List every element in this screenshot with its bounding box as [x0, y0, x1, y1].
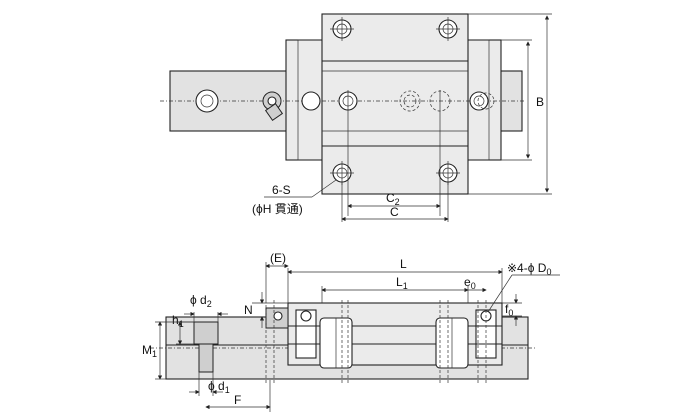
dim-d1-label: ϕ d1 [208, 379, 230, 395]
dim-e0-label: e0 [464, 275, 476, 291]
dim-C2-label: C2 [386, 191, 400, 207]
mounting-hole-center-right-hidden [399, 90, 421, 112]
rail-hole-end-left [301, 91, 321, 111]
mounting-hole-top-right [436, 17, 460, 41]
dim-h1-label: h1 [172, 313, 184, 329]
dim-L1-label: L1 [396, 275, 408, 291]
dim-B-label: B [536, 95, 544, 109]
top-carriage-flange [321, 13, 469, 195]
dim-d2-label: ϕ d2 [190, 293, 212, 309]
dim-f0-label: f0 [505, 302, 513, 318]
dim-L-label: L [400, 257, 407, 271]
dim-N-label: N [244, 303, 253, 317]
end-hole-left [300, 310, 312, 322]
phi-h-through-label: (ϕH 貫通) [252, 202, 303, 216]
dim-C-label: C [390, 205, 399, 219]
front-view: L L1 e0 (E) ※4-ϕ D0 f0 N ϕ d2 [142, 251, 560, 412]
mounting-hole-top-left [330, 17, 354, 41]
dim-D0-label: ※4-ϕ D0 [507, 261, 551, 277]
pin-shank [198, 343, 214, 373]
dim-M1-label: M1 [142, 343, 157, 359]
pin-head [193, 321, 219, 345]
rail-hole-right [469, 91, 489, 111]
top-view: B C2 C 6-S (ϕH 貫通) [160, 13, 552, 222]
mounting-hole-bottom-left [330, 161, 354, 185]
rail-hole-left [195, 89, 219, 113]
dim-F-label: F [234, 393, 241, 407]
six-s-label: 6-S [272, 183, 291, 197]
dim-E-label: (E) [270, 251, 286, 265]
grease-nipple-icon [262, 91, 284, 122]
